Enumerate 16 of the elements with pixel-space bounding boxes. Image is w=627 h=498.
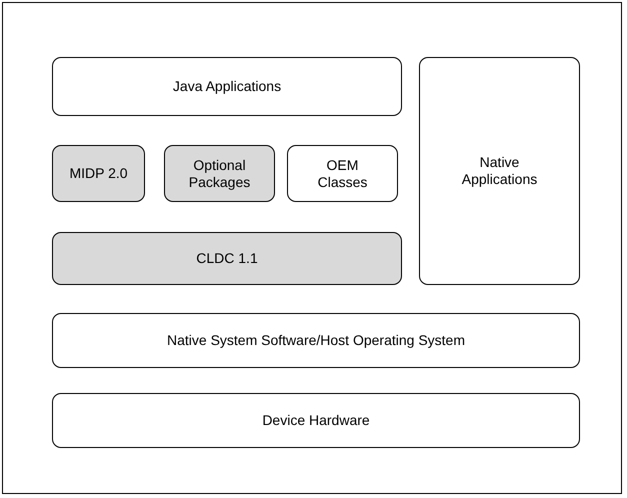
layer-label: OEM Classes — [316, 156, 368, 190]
layer-label: Java Applications — [172, 78, 282, 95]
layer-box — [52, 232, 402, 285]
layer-label: CLDC 1.1 — [196, 250, 258, 267]
layer-label: Native Applications — [460, 154, 538, 188]
layer-box — [52, 393, 580, 448]
layer-label: MIDP 2.0 — [69, 165, 128, 182]
layer-box — [52, 145, 145, 202]
layer-label: Native System Software/Host Operating System — [167, 332, 465, 349]
layer-box — [52, 313, 580, 368]
layer-box — [419, 57, 580, 285]
layer-box — [164, 145, 275, 202]
layer-label: Device Hardware — [262, 412, 370, 429]
layer-box — [287, 145, 398, 202]
layer-box — [52, 57, 402, 116]
layer-label: Optional Packages — [188, 156, 252, 190]
